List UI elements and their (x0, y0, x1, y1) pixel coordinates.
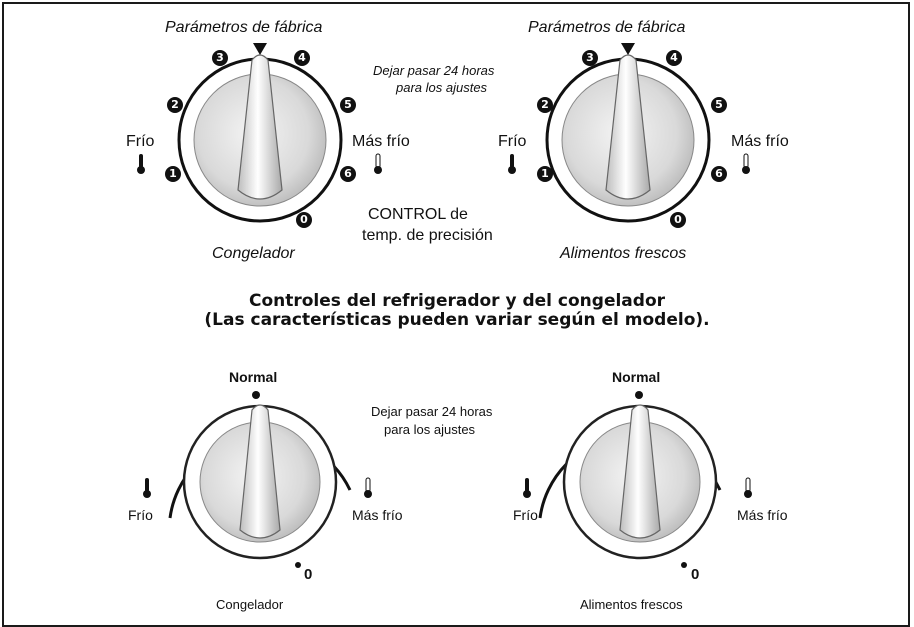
setting-5: 5 (340, 97, 356, 113)
top-right-dial (545, 43, 711, 223)
setting-6: 6 (711, 166, 727, 182)
setting-4: 4 (666, 50, 682, 66)
thermometer-icon (508, 154, 516, 174)
setting-2: 2 (537, 97, 553, 113)
zero-label: 0 (304, 566, 313, 583)
zero-label: 0 (691, 566, 700, 583)
thermometer-icon (374, 153, 382, 174)
top-left-dial (177, 43, 343, 223)
setting-1: 1 (537, 166, 553, 182)
setting-5: 5 (711, 97, 727, 113)
freezer-label: Congelador (216, 597, 284, 612)
heading-line1: Controles del refrigerador y del congela… (248, 291, 666, 311)
normal-label: Normal (612, 369, 661, 385)
cold-label: Frío (513, 507, 538, 523)
factory-settings-label: Parámetros de fábrica (165, 19, 323, 36)
setting-0: 0 (670, 212, 686, 228)
thermometer-icon (143, 478, 151, 498)
bottom-right-dial (538, 391, 722, 568)
wait-note-line2: para los ajustes (384, 422, 476, 437)
thermometer-icons (137, 153, 752, 498)
control-label-line1: CONTROL de (368, 206, 468, 223)
setting-2: 2 (167, 97, 183, 113)
thermometer-icon (137, 154, 145, 174)
cold-label: Frío (128, 507, 153, 523)
thermometer-icon (744, 477, 752, 498)
heading-line2: (Las características pueden variar según… (204, 310, 710, 330)
setting-4: 4 (294, 50, 310, 66)
wait-note-line1: Dejar pasar 24 horas (373, 63, 495, 78)
diagram-heading: Controles del refrigerador y del congela… (0, 292, 914, 330)
wait-note-line1: Dejar pasar 24 horas (371, 404, 493, 419)
setting-1: 1 (165, 166, 181, 182)
colder-label: Más frío (731, 133, 789, 150)
thermometer-icon (742, 153, 750, 174)
thermometer-icon (364, 477, 372, 498)
setting-0: 0 (296, 212, 312, 228)
wait-note-line2: para los ajustes (396, 80, 488, 95)
cold-label: Frío (126, 133, 155, 150)
colder-label: Más frío (737, 507, 788, 523)
thermometer-icon (523, 478, 531, 498)
control-label-line2: temp. de precisión (362, 227, 493, 244)
colder-label: Más frío (352, 507, 403, 523)
fresh-food-label: Alimentos frescos (580, 597, 683, 612)
fresh-food-label: Alimentos frescos (560, 245, 687, 262)
setting-3: 3 (212, 50, 228, 66)
freezer-label: Congelador (212, 245, 295, 262)
normal-label: Normal (229, 369, 278, 385)
setting-6: 6 (340, 166, 356, 182)
setting-3: 3 (582, 50, 598, 66)
colder-label: Más frío (352, 133, 410, 150)
cold-label: Frío (498, 133, 527, 150)
bottom-left-dial (168, 391, 352, 568)
factory-settings-label: Parámetros de fábrica (528, 19, 686, 36)
